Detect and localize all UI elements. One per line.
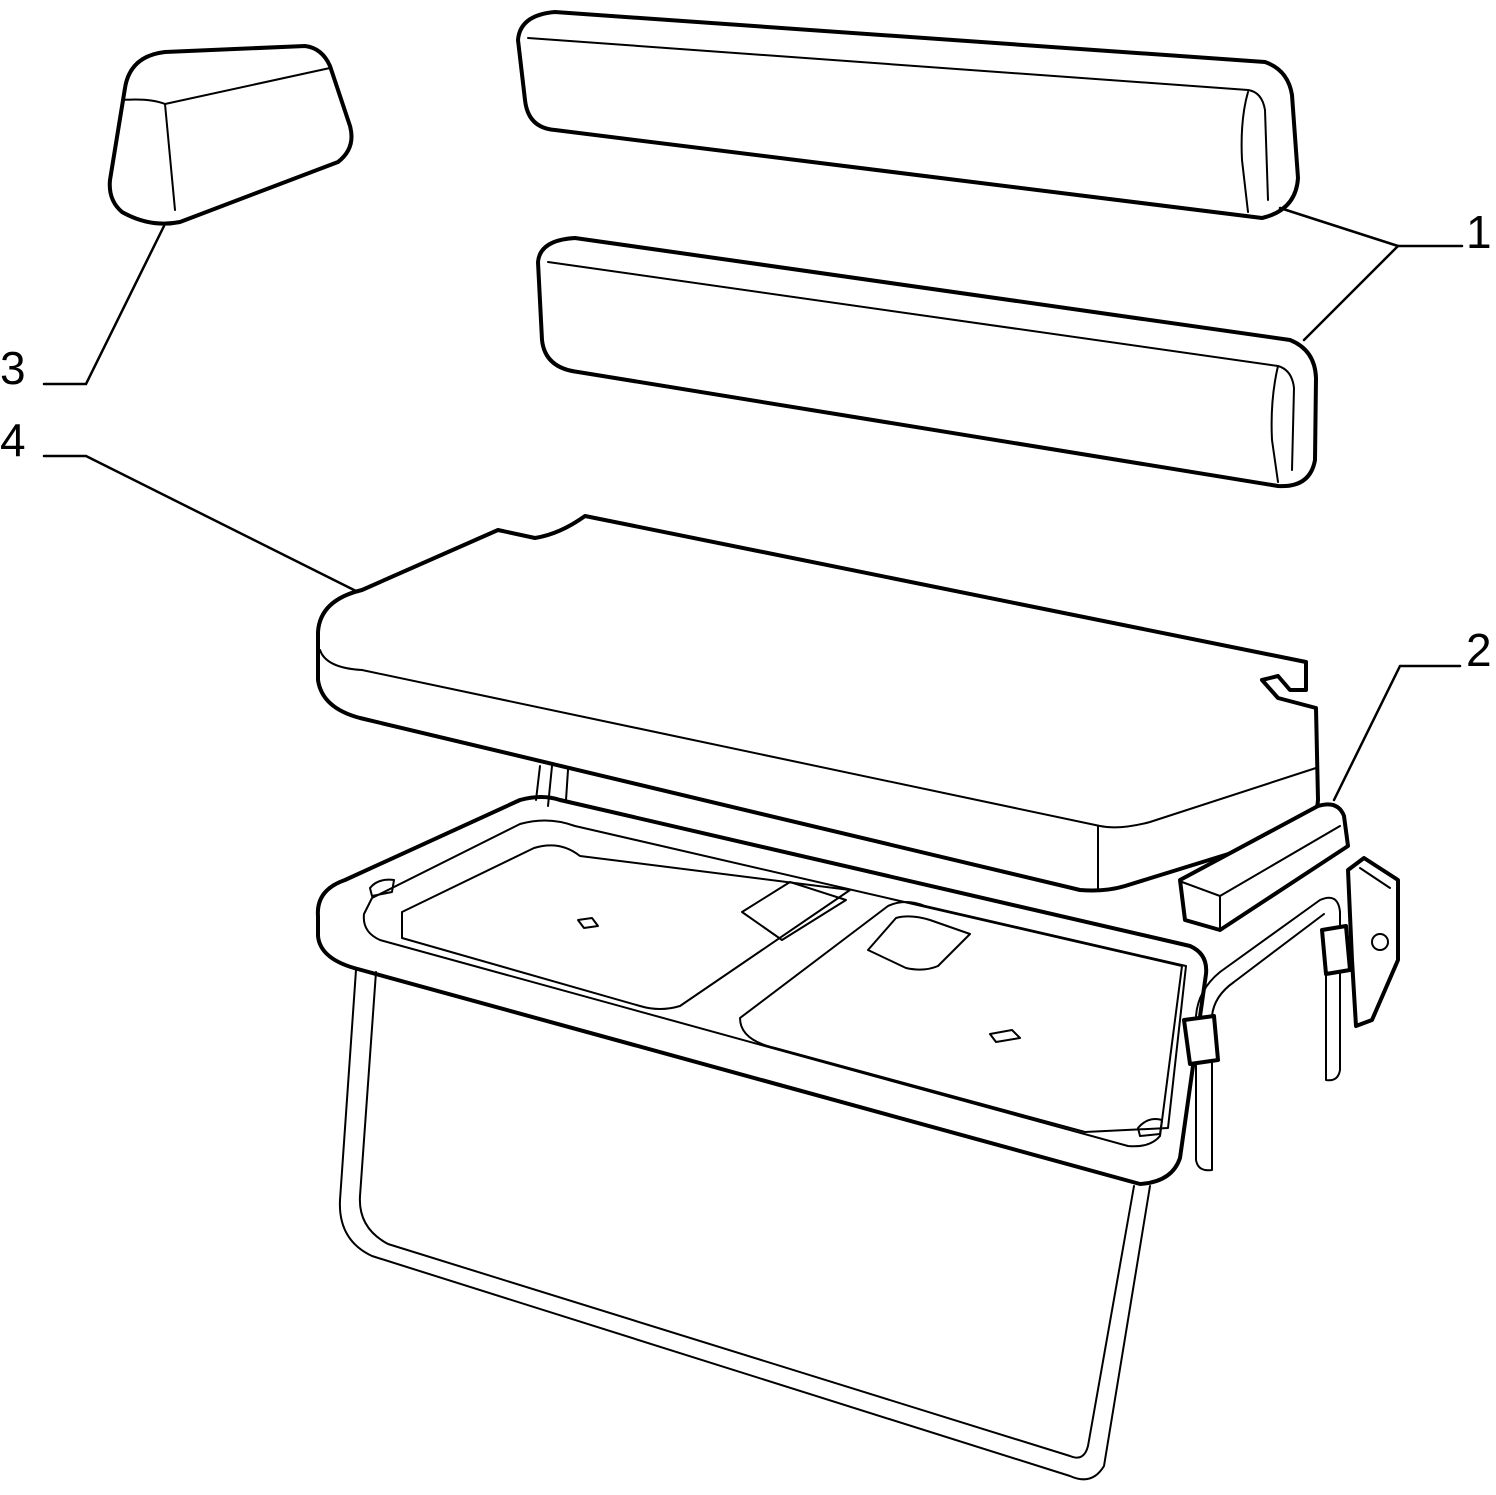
leader-1-lower bbox=[1302, 244, 1400, 342]
callout-1: 1 bbox=[1466, 206, 1492, 258]
leader-lines bbox=[42, 206, 1464, 802]
leader-4 bbox=[42, 454, 360, 594]
leader-3 bbox=[42, 224, 166, 386]
leader-1-upper bbox=[1278, 206, 1400, 248]
side-tube-and-latch bbox=[1182, 856, 1400, 1172]
part-1-upper-cushion bbox=[516, 10, 1300, 220]
callout-4: 4 bbox=[0, 414, 26, 466]
callouts: 1 2 3 4 bbox=[0, 206, 1492, 676]
callout-3: 3 bbox=[0, 342, 26, 394]
callout-2: 2 bbox=[1466, 624, 1492, 676]
part-2-armrest-pad bbox=[1178, 802, 1350, 932]
leader-2 bbox=[1332, 664, 1462, 802]
seat-legs bbox=[338, 969, 1151, 1481]
part-3-headrest-cushion bbox=[107, 44, 354, 226]
part-4-seat-cushion bbox=[316, 514, 1320, 893]
seat-frame bbox=[315, 765, 1209, 1186]
part-1-lower-cushion bbox=[536, 236, 1318, 489]
